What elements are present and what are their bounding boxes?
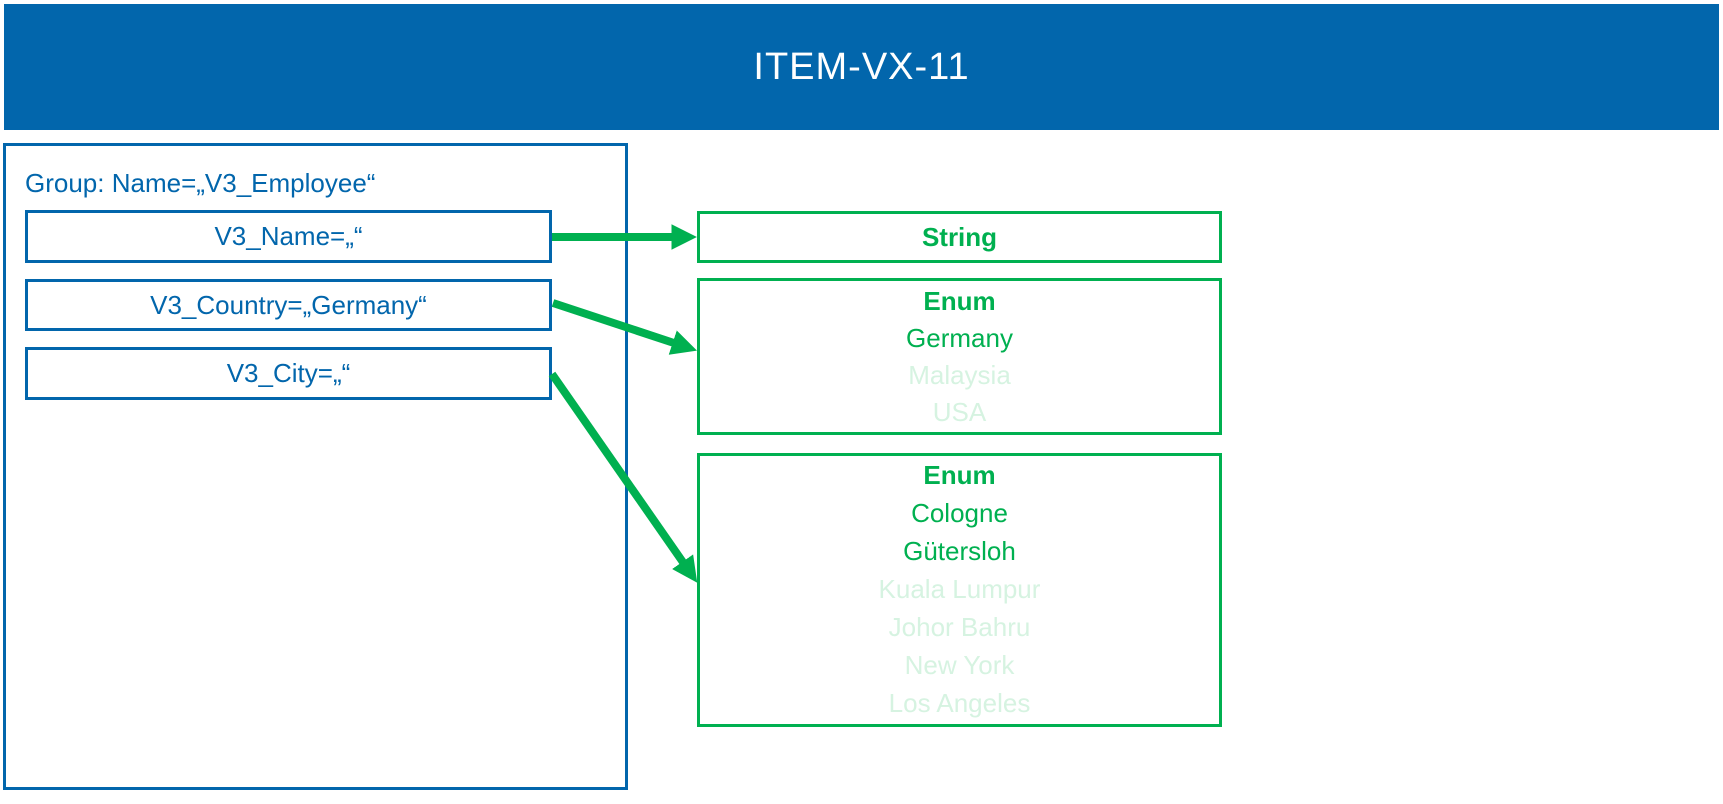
enum-value-kuala-lumpur: Kuala Lumpur (878, 574, 1041, 604)
title-bar: ITEM-VX-11 (4, 4, 1719, 130)
enum-value-usa: USA (932, 397, 987, 427)
type-box-string: String (697, 211, 1222, 263)
field-v3-name: V3_Name=„“ (25, 210, 552, 263)
enum-value-johor-bahru: Johor Bahru (888, 612, 1031, 642)
field-v3-name-label: V3_Name=„“ (214, 221, 363, 251)
enum-value-new-york: New York (904, 650, 1015, 680)
field-v3-city-label: V3_City=„“ (226, 358, 351, 388)
country-enum-title: Enum (923, 286, 996, 316)
enum-value-germany: Germany (906, 323, 1013, 353)
enum-value-cologne: Cologne (911, 498, 1008, 528)
type-box-country-enum: Enum Germany Malaysia USA (697, 278, 1222, 435)
page-title: ITEM-VX-11 (753, 45, 970, 88)
field-v3-country: V3_Country=„Germany“ (25, 279, 552, 331)
type-string-title: String (921, 221, 998, 252)
field-v3-city: V3_City=„“ (25, 347, 552, 400)
enum-value-los-angeles: Los Angeles (888, 688, 1031, 718)
enum-value-malaysia: Malaysia (908, 360, 1011, 390)
city-enum-title: Enum (923, 460, 996, 490)
field-v3-country-label: V3_Country=„Germany“ (150, 289, 427, 320)
type-box-city-enum: Enum Cologne Gütersloh Kuala Lumpur Joho… (697, 453, 1222, 727)
enum-value-guetersloh: Gütersloh (903, 536, 1016, 566)
group-label: Group: Name=„V3_Employee“ (25, 168, 376, 198)
